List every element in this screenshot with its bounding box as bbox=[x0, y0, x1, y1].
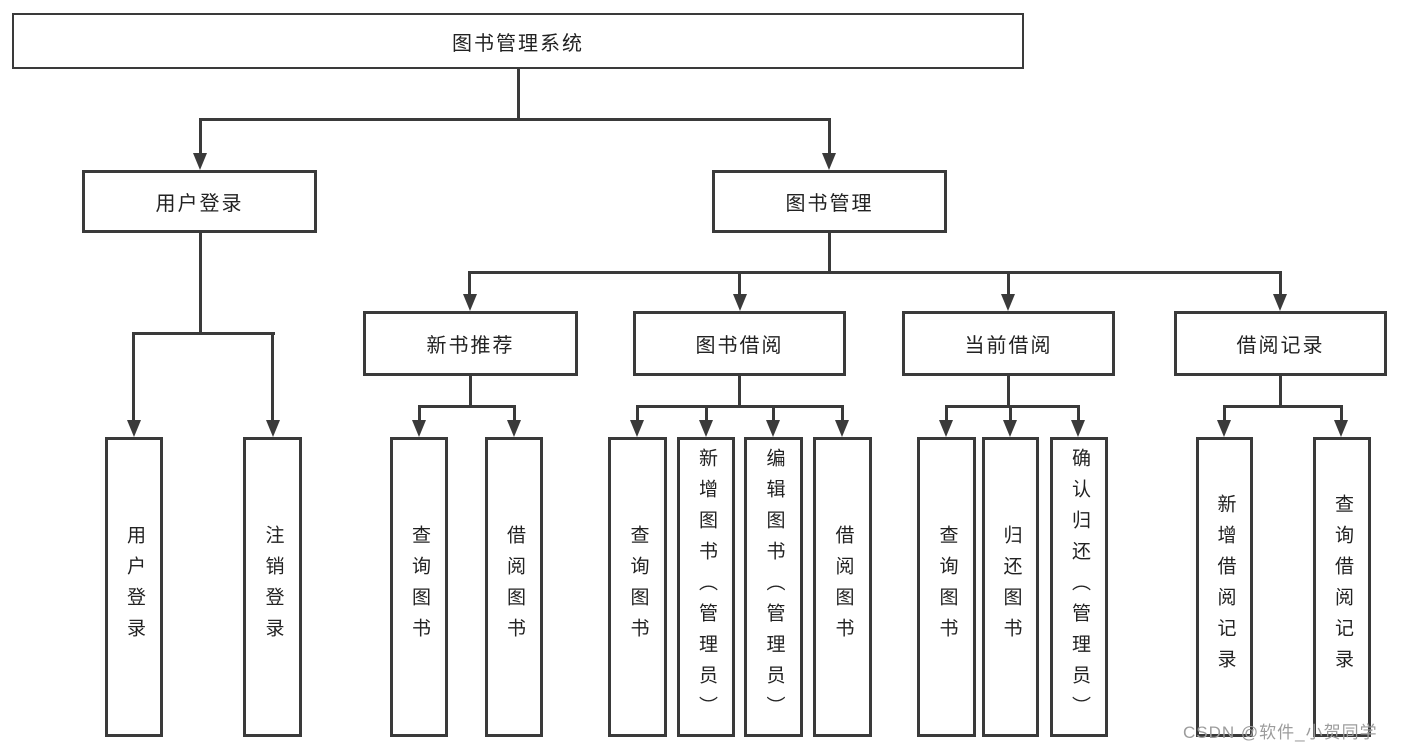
arrow-down-icon bbox=[1334, 420, 1348, 437]
connector-line bbox=[1077, 405, 1080, 422]
connector-line bbox=[1223, 405, 1226, 422]
connector-line bbox=[1009, 405, 1012, 422]
csdn-watermark: CSDN @软件_小贺同学 bbox=[1183, 723, 1378, 742]
connector-line bbox=[705, 405, 708, 422]
leaf-current-query-books-label: 查询图书 bbox=[936, 525, 958, 649]
connector-line bbox=[1007, 271, 1010, 297]
node-book-borrowing: 图书借阅 bbox=[633, 311, 846, 376]
node-book-management: 图书管理 bbox=[712, 170, 947, 233]
node-new-book-recommend: 新书推荐 bbox=[363, 311, 578, 376]
leaf-borrowing-query-books: 查询图书 bbox=[608, 437, 667, 737]
leaf-user-login: 用户登录 bbox=[105, 437, 163, 737]
leaf-borrowing-add-books-admin: 新增图书（管理员） bbox=[677, 437, 735, 737]
leaf-records-query-record-label: 查询借阅记录 bbox=[1331, 494, 1353, 680]
node-new-book-recommend-label: 新书推荐 bbox=[426, 335, 515, 357]
connector-line bbox=[1223, 405, 1343, 408]
arrow-down-icon bbox=[733, 294, 747, 311]
connector-line bbox=[738, 376, 741, 408]
connector-line bbox=[199, 118, 831, 121]
connector-line bbox=[1279, 376, 1282, 408]
leaf-borrowing-edit-books-admin-label: 编辑图书（管理员） bbox=[763, 447, 785, 727]
leaf-current-return-books-label: 归还图书 bbox=[1000, 525, 1022, 649]
connector-line bbox=[418, 405, 516, 408]
node-book-borrowing-label: 图书借阅 bbox=[695, 335, 784, 357]
node-user-login: 用户登录 bbox=[82, 170, 317, 233]
leaf-logout-label: 注销登录 bbox=[262, 525, 284, 649]
node-borrow-records: 借阅记录 bbox=[1174, 311, 1387, 376]
connector-line bbox=[636, 405, 844, 408]
arrow-down-icon bbox=[1001, 294, 1015, 311]
connector-line bbox=[945, 405, 948, 422]
connector-line bbox=[738, 271, 741, 297]
leaf-logout: 注销登录 bbox=[243, 437, 302, 737]
leaf-user-login-label: 用户登录 bbox=[123, 525, 145, 649]
arrow-down-icon bbox=[1003, 420, 1017, 437]
node-root: 图书管理系统 bbox=[12, 13, 1024, 69]
node-current-borrowing-label: 当前借阅 bbox=[964, 335, 1053, 357]
node-book-management-label: 图书管理 bbox=[785, 193, 874, 215]
leaf-newbook-borrow-books: 借阅图书 bbox=[485, 437, 543, 737]
connector-line bbox=[828, 118, 831, 155]
leaf-borrowing-add-books-admin-label: 新增图书（管理员） bbox=[695, 447, 717, 727]
arrow-down-icon bbox=[835, 420, 849, 437]
connector-line bbox=[1007, 376, 1010, 408]
connector-line bbox=[469, 376, 472, 408]
arrow-down-icon bbox=[1273, 294, 1287, 311]
connector-line bbox=[132, 332, 135, 421]
arrow-down-icon bbox=[1217, 420, 1231, 437]
arrow-down-icon bbox=[766, 420, 780, 437]
connector-line bbox=[418, 405, 421, 422]
connector-line bbox=[636, 405, 639, 422]
connector-line bbox=[199, 233, 202, 335]
connector-line bbox=[132, 332, 275, 335]
node-user-login-label: 用户登录 bbox=[155, 193, 244, 215]
leaf-records-add-record-label: 新增借阅记录 bbox=[1214, 494, 1236, 680]
node-current-borrowing: 当前借阅 bbox=[902, 311, 1115, 376]
connector-line bbox=[468, 271, 1282, 274]
connector-line bbox=[828, 233, 831, 274]
leaf-current-query-books: 查询图书 bbox=[917, 437, 976, 737]
leaf-borrowing-edit-books-admin: 编辑图书（管理员） bbox=[744, 437, 803, 737]
connector-line bbox=[517, 69, 520, 120]
leaf-borrowing-query-books-label: 查询图书 bbox=[627, 525, 649, 649]
arrow-down-icon bbox=[699, 420, 713, 437]
connector-line bbox=[1279, 271, 1282, 297]
connector-line bbox=[199, 118, 202, 155]
leaf-current-return-books: 归还图书 bbox=[982, 437, 1039, 737]
leaf-borrowing-borrow-books: 借阅图书 bbox=[813, 437, 872, 737]
connector-line bbox=[841, 405, 844, 422]
arrow-down-icon bbox=[193, 153, 207, 170]
arrow-down-icon bbox=[507, 420, 521, 437]
arrow-down-icon bbox=[1071, 420, 1085, 437]
leaf-newbook-borrow-books-label: 借阅图书 bbox=[503, 525, 525, 649]
connector-line bbox=[468, 271, 471, 297]
connector-line bbox=[271, 332, 274, 421]
leaf-records-query-record: 查询借阅记录 bbox=[1313, 437, 1371, 737]
arrow-down-icon bbox=[266, 420, 280, 437]
leaf-records-add-record: 新增借阅记录 bbox=[1196, 437, 1253, 737]
arrow-down-icon bbox=[822, 153, 836, 170]
arrow-down-icon bbox=[463, 294, 477, 311]
connector-line bbox=[513, 405, 516, 422]
connector-line bbox=[1340, 405, 1343, 422]
leaf-newbook-query-books: 查询图书 bbox=[390, 437, 448, 737]
node-borrow-records-label: 借阅记录 bbox=[1236, 335, 1325, 357]
connector-line bbox=[945, 405, 1080, 408]
arrow-down-icon bbox=[127, 420, 141, 437]
arrow-down-icon bbox=[939, 420, 953, 437]
leaf-current-confirm-return-admin: 确认归还（管理员） bbox=[1050, 437, 1108, 737]
leaf-borrowing-borrow-books-label: 借阅图书 bbox=[832, 525, 854, 649]
arrow-down-icon bbox=[412, 420, 426, 437]
leaf-current-confirm-return-admin-label: 确认归还（管理员） bbox=[1068, 447, 1090, 727]
node-root-label: 图书管理系统 bbox=[452, 32, 584, 55]
connector-line bbox=[772, 405, 775, 422]
leaf-newbook-query-books-label: 查询图书 bbox=[408, 525, 430, 649]
arrow-down-icon bbox=[630, 420, 644, 437]
